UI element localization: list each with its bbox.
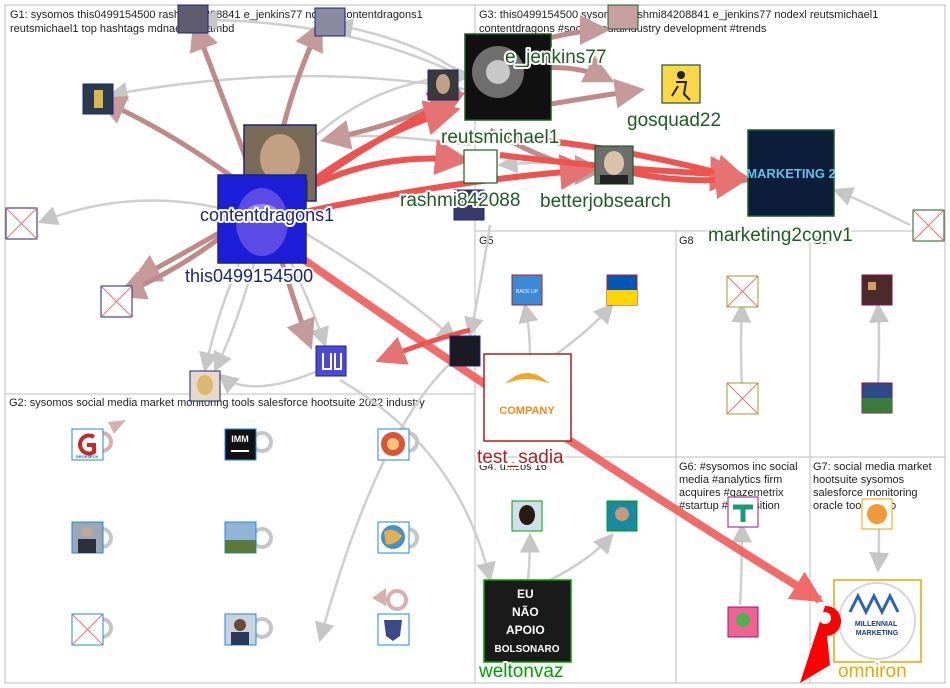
- svg-text:MILLENNIAL MARKETING: MILLENNIAL MARKETING: [855, 621, 899, 637]
- node-small-dark[interactable]: [449, 335, 481, 367]
- node-this0499154500[interactable]: [217, 174, 307, 264]
- node-small-top2[interactable]: [314, 7, 346, 37]
- loop-arrows: [108, 420, 386, 606]
- node-label-rashmi84208841: rashmi842088: [400, 190, 520, 211]
- edge: [218, 368, 321, 394]
- node-g2-mandala[interactable]: [377, 428, 410, 461]
- node-g2-heraldry[interactable]: [377, 613, 410, 646]
- node-g5-flag[interactable]: [606, 274, 638, 306]
- node-missing-image-5[interactable]: [726, 382, 759, 415]
- node-label-weltonvaz: weltonvaz: [478, 661, 564, 682]
- node-g2-groeseck[interactable]: GROESECK: [71, 428, 104, 461]
- node-g6-logo[interactable]: [727, 496, 759, 528]
- self-loop: [386, 589, 408, 611]
- edge: [832, 187, 911, 227]
- node-label-test-sadia: test_sadia: [477, 447, 564, 468]
- node-label-reutsmichael1: reutsmichael1: [441, 127, 559, 148]
- edge: [731, 302, 752, 386]
- node-label-omniron: omniron: [838, 661, 907, 682]
- node-label-e-jenkins77: e_jenkins77: [505, 47, 606, 68]
- svg-text:MARKETING 2: MARKETING 2: [746, 166, 836, 181]
- group-box-g9: [809, 230, 946, 458]
- node-small-woman[interactable]: [427, 69, 459, 101]
- svg-text:EU NÃO APOIO: EU NÃO APOIO BOLSONARO: [495, 587, 560, 655]
- edge: [518, 302, 539, 356]
- node-label-this0499154500: this0499154500: [185, 266, 313, 286]
- edge: [731, 522, 752, 606]
- edges-brown: [95, 15, 645, 350]
- group-label-g4: G4: unicos 16: [479, 461, 547, 473]
- node-label-contentdragons1: contentdragons1: [200, 205, 334, 225]
- node-labels: contentdragons1 this0499154500 e_jenkins…: [183, 45, 909, 684]
- group-label-g2: G2: sysomos social media market monitori…: [9, 397, 425, 409]
- node-g2-portrait[interactable]: [224, 613, 257, 646]
- node-red-pin[interactable]: [800, 605, 842, 683]
- edge: [375, 327, 471, 365]
- group-label-g9: G9: [813, 235, 828, 247]
- node-small-blue-logo[interactable]: [315, 345, 347, 377]
- node-g7-orange[interactable]: [861, 498, 893, 530]
- node-g4-woman[interactable]: [511, 500, 543, 532]
- edge: [339, 378, 496, 583]
- node-missing-image-4[interactable]: [726, 275, 759, 308]
- edge: [549, 533, 614, 582]
- node-test-sadia[interactable]: COMPANY: [483, 353, 572, 442]
- svg-text:IMM: IMM: [231, 434, 249, 444]
- node-missing-image-3[interactable]: [912, 209, 945, 242]
- node-small-top[interactable]: [177, 4, 209, 34]
- edge: [869, 302, 889, 386]
- node-weltonvaz[interactable]: EU NÃO APOIO BOLSONARO: [483, 579, 572, 663]
- node-g2-imm[interactable]: IMM: [224, 428, 257, 461]
- node-g5-backup[interactable]: BACK UP: [511, 274, 543, 306]
- group-box-g8: [675, 230, 811, 458]
- edge: [107, 74, 471, 102]
- node-label-gosquad22: gosquad22: [627, 110, 721, 131]
- edge: [289, 154, 596, 218]
- group-label-g3: G3: this0499154500 sysomos rashmi8420884…: [479, 9, 881, 35]
- node-g4-man[interactable]: [606, 500, 638, 532]
- edge: [519, 532, 540, 581]
- node-marketing2conv1[interactable]: MARKETING 2: [746, 129, 836, 217]
- node-label-marketing2conv1: marketing2conv1: [708, 225, 853, 246]
- node-omniron[interactable]: MILLENNIAL MARKETING: [833, 579, 922, 663]
- svg-text:BACK UP: BACK UP: [516, 289, 539, 295]
- node-small-group-r[interactable]: [453, 189, 485, 221]
- node-g6-avatar[interactable]: [727, 606, 759, 638]
- edge: [464, 224, 492, 338]
- node-small-monk[interactable]: [82, 83, 114, 115]
- group-label-g8: G8: [679, 235, 694, 247]
- node-g2-man[interactable]: [71, 521, 104, 554]
- loop-arrow: [372, 588, 386, 606]
- node-g2-globe[interactable]: [377, 521, 410, 554]
- group-box-g7: [809, 456, 946, 684]
- svg-text:COMPANY: COMPANY: [499, 405, 555, 417]
- node-label-betterjobsearch: betterjobsearch: [540, 191, 671, 212]
- edge: [299, 228, 457, 342]
- node-small-top-g3[interactable]: [607, 4, 639, 30]
- node-rashmi84208841[interactable]: [463, 149, 498, 184]
- svg-text:GROESECK: GROESECK: [76, 454, 99, 459]
- node-g9-room[interactable]: [861, 274, 893, 306]
- edge: [554, 303, 614, 357]
- node-missing-image-2[interactable]: [100, 285, 133, 318]
- node-gosquad22[interactable]: [661, 64, 701, 104]
- node-betterjobsearch[interactable]: [594, 145, 634, 185]
- node-g9-landscape[interactable]: [861, 382, 893, 414]
- node-missing-image-1[interactable]: [5, 207, 38, 240]
- node-small-blonde[interactable]: [189, 370, 221, 402]
- edge: [298, 100, 461, 193]
- node-e-jenkins77[interactable]: [464, 33, 552, 121]
- node-missing-image-6[interactable]: [71, 613, 104, 646]
- loop-arrow: [108, 420, 126, 434]
- node-g2-landscape[interactable]: [224, 521, 257, 554]
